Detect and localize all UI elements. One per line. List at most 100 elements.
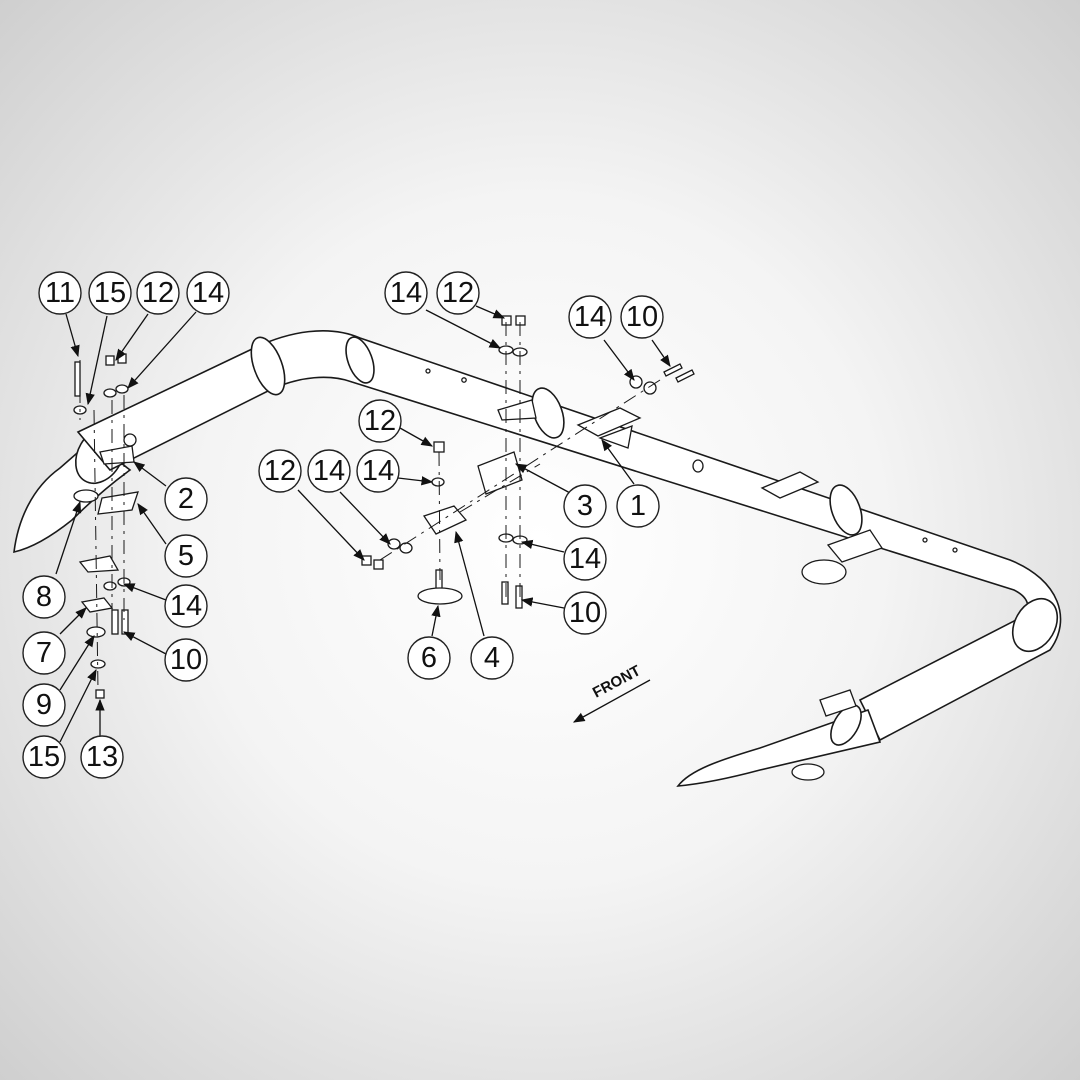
callout-2: 2 (164, 477, 208, 521)
bolt (111, 609, 119, 635)
callout-label: 15 (94, 277, 126, 309)
callout-label: 14 (574, 301, 606, 333)
callout-label: 14 (362, 455, 394, 487)
callout-label: 2 (178, 483, 194, 515)
callouts: 11 15 12 14 2 5 8 14 7 10 9 15 13 14 12 … (22, 271, 664, 779)
callout-14: 14 (164, 584, 208, 628)
callout-15: 15 (22, 735, 66, 779)
callout-label: 12 (364, 405, 396, 437)
callout-label: 12 (442, 277, 474, 309)
callout-label: 14 (313, 455, 345, 487)
callout-12: 12 (358, 399, 402, 443)
callout-12: 12 (136, 271, 180, 315)
clamp-bracket (760, 471, 820, 499)
callout-label: 5 (178, 540, 194, 572)
callout-8: 8 (22, 575, 66, 619)
front-label: FRONT (590, 662, 644, 701)
callout-label: 11 (45, 277, 75, 309)
tube-hole (425, 368, 431, 374)
clamp-bracket (598, 424, 633, 449)
tube-hole (692, 459, 704, 473)
mount-bracket (819, 689, 857, 717)
callout-label: 12 (264, 455, 296, 487)
callout-label: 4 (484, 642, 500, 674)
callout-14: 14 (186, 271, 230, 315)
callout-10: 10 (620, 295, 664, 339)
callout-12: 12 (258, 449, 302, 493)
angle-bracket (422, 505, 468, 535)
callout-label: 15 (28, 741, 60, 773)
rubber-pad (73, 489, 99, 503)
mount-bracket (826, 529, 884, 563)
callout-5: 5 (164, 534, 208, 578)
callout-label: 12 (142, 277, 174, 309)
callout-14: 14 (356, 449, 400, 493)
leader-lines (55, 305, 671, 743)
callout-label: 10 (626, 301, 658, 333)
callout-3: 3 (563, 484, 607, 528)
large-washer (86, 626, 106, 638)
callout-label: 14 (192, 277, 224, 309)
bolt (74, 361, 81, 397)
washer (115, 384, 129, 394)
callout-9: 9 (22, 683, 66, 727)
callout-13: 13 (80, 735, 124, 779)
nut (105, 355, 115, 366)
right-tail-joint (830, 704, 862, 746)
nut (373, 559, 384, 570)
callout-label: 10 (170, 644, 202, 676)
bolt (121, 609, 129, 635)
bolt (663, 363, 683, 377)
callout-10: 10 (164, 638, 208, 682)
callout-14: 14 (307, 449, 351, 493)
callout-6: 6 (407, 636, 451, 680)
rubber-mount (791, 763, 825, 781)
right-joint (829, 484, 863, 536)
washer (103, 581, 117, 591)
right-tail-pipe (676, 708, 882, 787)
clamp-bracket (497, 399, 537, 421)
callout-label: 3 (577, 490, 593, 522)
clamp-brackets (99, 399, 884, 781)
callout-label: 1 (630, 490, 646, 522)
callout-12: 12 (436, 271, 480, 315)
callout-7: 7 (22, 631, 66, 675)
nut (361, 555, 372, 566)
callout-14: 14 (563, 537, 607, 581)
bracket-plate (78, 555, 120, 573)
washer (431, 477, 445, 487)
callout-label: 7 (36, 637, 52, 669)
front-direction-indicator: FRONT (572, 662, 651, 723)
nut (433, 441, 445, 453)
main-tube (76, 330, 1062, 742)
tube-hole (461, 377, 467, 383)
callout-label: 9 (36, 689, 52, 721)
front-arrow (572, 679, 651, 723)
callout-label: 14 (569, 543, 601, 575)
nut (95, 689, 105, 699)
callout-label: 14 (170, 590, 202, 622)
spacer-block (477, 451, 523, 495)
top-elbow-joint (345, 336, 375, 384)
top-left-joint (250, 336, 286, 396)
clamp-bracket (576, 407, 642, 437)
callout-label: 13 (86, 741, 118, 773)
bracket-plate (97, 491, 139, 515)
tube-hole (123, 433, 137, 447)
callout-15: 15 (88, 271, 132, 315)
bolt (515, 585, 523, 609)
washer (399, 542, 413, 554)
right-elbow-joint (1011, 597, 1059, 653)
callout-1: 1 (616, 484, 660, 528)
rubber-mount (801, 559, 847, 585)
loose-parts (73, 315, 695, 699)
callout-label: 8 (36, 581, 52, 613)
callout-14: 14 (568, 295, 612, 339)
callout-label: 14 (390, 277, 422, 309)
callout-11: 11 (38, 271, 82, 315)
callout-label: 6 (421, 642, 437, 674)
callout-10: 10 (563, 591, 607, 635)
callout-label: 10 (569, 597, 601, 629)
